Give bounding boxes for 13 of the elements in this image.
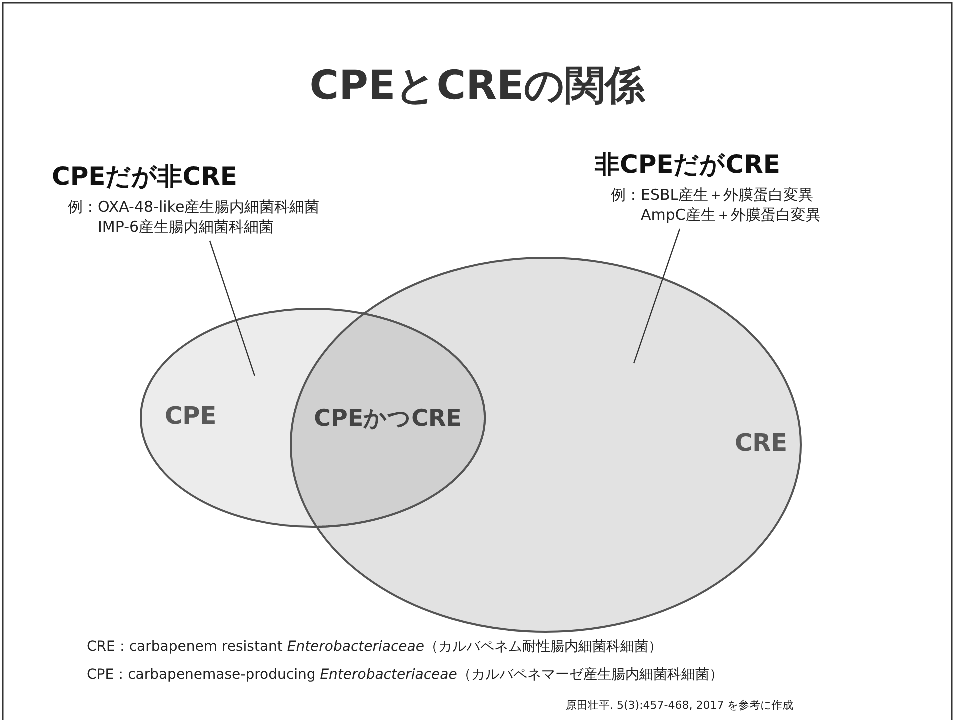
set-label: CPE [165,402,217,430]
example-text: 例：OXA-48-like産生腸内細菌科細菌 IMP-6産生腸内細菌科細菌 [68,197,321,237]
definition-note: CPE：carbapenemase-producing Enterobacteriaceae（カルバペネマーゼ産生腸内細菌科細菌） [87,666,724,684]
leader-line [209,240,256,376]
title: CPEとCREの関係 [308,62,646,111]
heading: 非CPEだがCRE [595,149,782,181]
leader-line [634,228,681,364]
definition-note: CRE：carbapenem resistant Enterobacteriaceae（カルバペネム耐性腸内細菌科細菌） [87,638,662,656]
source-note: 原田壮平. 5(3):457-468, 2017 を参考に作成 [566,698,794,713]
set-label: CRE [735,429,788,457]
region-label: CPEかつCRE [313,405,463,434]
example-text: 例：ESBL産生＋外膜蛋白変異 AmpC産生＋外膜蛋白変異 [611,185,822,225]
heading: CPEだが非CRE [52,161,238,193]
